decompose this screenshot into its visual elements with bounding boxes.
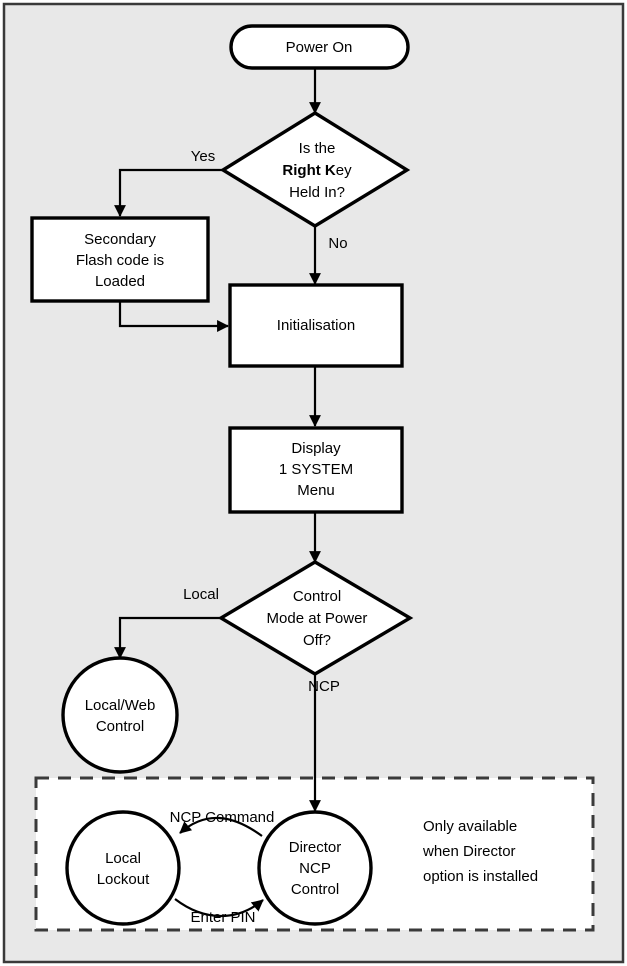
node-control-mode-line1: Control	[293, 588, 341, 605]
node-director-ncp-line2: NCP	[299, 860, 331, 877]
node-display-menu-line1: Display	[291, 440, 341, 457]
edge-yes-to-secondary	[114, 168, 225, 217]
note-line2: when Director	[422, 843, 516, 860]
node-right-key-line2: Right Key	[282, 162, 352, 179]
node-display-menu-line3: Menu	[297, 482, 335, 499]
node-initialisation-label: Initialisation	[277, 317, 355, 334]
edge-local-to-localweb	[114, 616, 228, 659]
node-power-on[interactable]	[229, 24, 410, 70]
node-right-key-bold-tail: ey	[336, 162, 352, 179]
node-local-web-control-line2: Control	[96, 718, 144, 735]
node-secondary-flash[interactable]	[30, 216, 210, 303]
node-local-lockout-line2: Lockout	[97, 871, 150, 888]
edge-label-enter-pin: Enter PIN	[190, 909, 255, 926]
edge-label-no: No	[328, 235, 347, 252]
node-display-menu-line2: 1 SYSTEM	[279, 461, 353, 478]
node-local-lockout-line1: Local	[105, 850, 141, 867]
edge-ncp-command	[179, 816, 263, 837]
node-right-key-bold: Right K	[282, 162, 335, 179]
node-director-ncp-line3: Control	[291, 881, 339, 898]
node-control-mode-line3: Off?	[303, 632, 331, 649]
edge-label-local: Local	[183, 586, 219, 603]
node-local-lockout[interactable]	[65, 810, 181, 926]
edge-label-ncp: NCP	[308, 678, 340, 695]
note-line1: Only available	[423, 818, 517, 835]
node-right-key-decision[interactable]	[219, 111, 411, 228]
node-secondary-flash-line3: Loaded	[95, 273, 145, 290]
node-initialisation[interactable]	[228, 283, 404, 368]
node-secondary-flash-line1: Secondary	[84, 231, 156, 248]
edge-label-ncp-command: NCP Command	[170, 809, 275, 826]
node-local-web-control-line1: Local/Web	[85, 697, 156, 714]
node-control-mode-decision[interactable]	[217, 560, 414, 676]
node-control-mode-line2: Mode at Power	[267, 610, 368, 627]
node-local-web-control[interactable]	[61, 656, 179, 774]
node-director-ncp-control[interactable]	[257, 810, 373, 926]
node-director-ncp-line1: Director	[289, 839, 342, 856]
note-line3: option is installed	[423, 868, 538, 885]
edge-label-yes: Yes	[191, 148, 215, 165]
node-power-on-label: Power On	[286, 39, 353, 56]
edge-enter-pin	[174, 898, 264, 917]
node-display-menu[interactable]	[228, 426, 404, 514]
node-right-key-line3: Held In?	[289, 184, 345, 201]
node-secondary-flash-line2: Flash code is	[76, 252, 164, 269]
edge-secondary-to-initialisation	[118, 301, 229, 332]
node-right-key-line1: Is the	[299, 140, 336, 157]
